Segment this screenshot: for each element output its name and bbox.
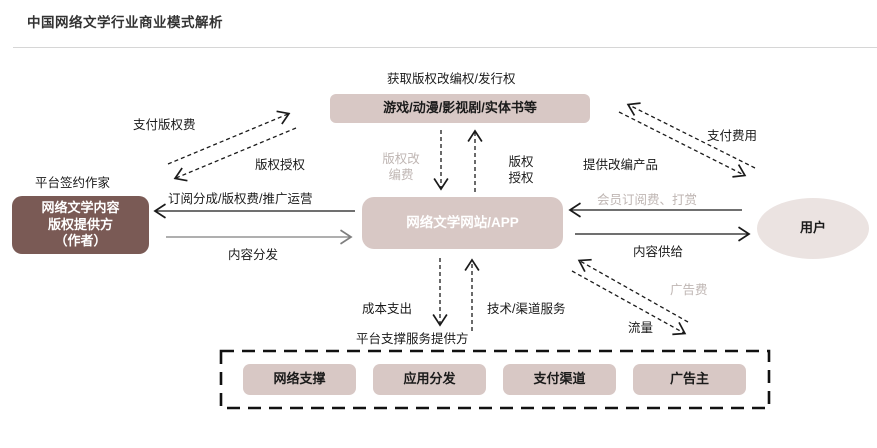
label-provide-adapted-product: 提供改编产品 (583, 158, 659, 172)
label-cost-expense: 成本支出 (362, 302, 413, 316)
label-pay-royalty: 支付版权费 (133, 118, 196, 132)
label-adaptation-fee: 版权改 编费 (382, 152, 420, 182)
platform-box: 网络文学网站/APP (362, 197, 563, 249)
label-content-supply: 内容供给 (633, 245, 684, 259)
support-item-app-distribution: 应用分发 (373, 363, 486, 395)
page-title: 中国网络文学行业商业模式解析 (27, 15, 223, 30)
label-ad-fee: 广告费 (670, 283, 708, 297)
support-item-payment-channel: 支付渠道 (503, 363, 616, 395)
label-license-left: 版权授权 (255, 158, 306, 172)
author-box: 网络文学内容 版权提供方 （作者） (12, 196, 149, 254)
user-node: 用户 (757, 198, 869, 259)
support-provider-group: 网络支撑 应用分发 支付渠道 广告主 (220, 350, 769, 408)
label-pay-fee: 支付费用 (707, 129, 758, 143)
support-item-network: 网络支撑 (243, 363, 356, 395)
adaptation-box: 游戏/动漫/影视剧/实体书等 (330, 94, 590, 123)
title-divider (13, 47, 877, 48)
label-member-subscription: 会员订阅费、打赏 (597, 193, 698, 207)
label-tech-channel-service: 技术/渠道服务 (487, 302, 566, 316)
label-license-center: 版权 授权 (508, 155, 534, 185)
author-caption: 平台签约作家 (35, 176, 111, 190)
adaptation-caption: 获取版权改编权/发行权 (387, 72, 516, 86)
support-caption: 平台支撑服务提供方 (356, 332, 469, 346)
label-subscription-share: 订阅分成/版权费/推广运营 (168, 192, 313, 206)
label-content-distribution: 内容分发 (228, 248, 279, 262)
label-traffic: 流量 (628, 321, 654, 335)
support-item-advertiser: 广告主 (633, 363, 746, 395)
